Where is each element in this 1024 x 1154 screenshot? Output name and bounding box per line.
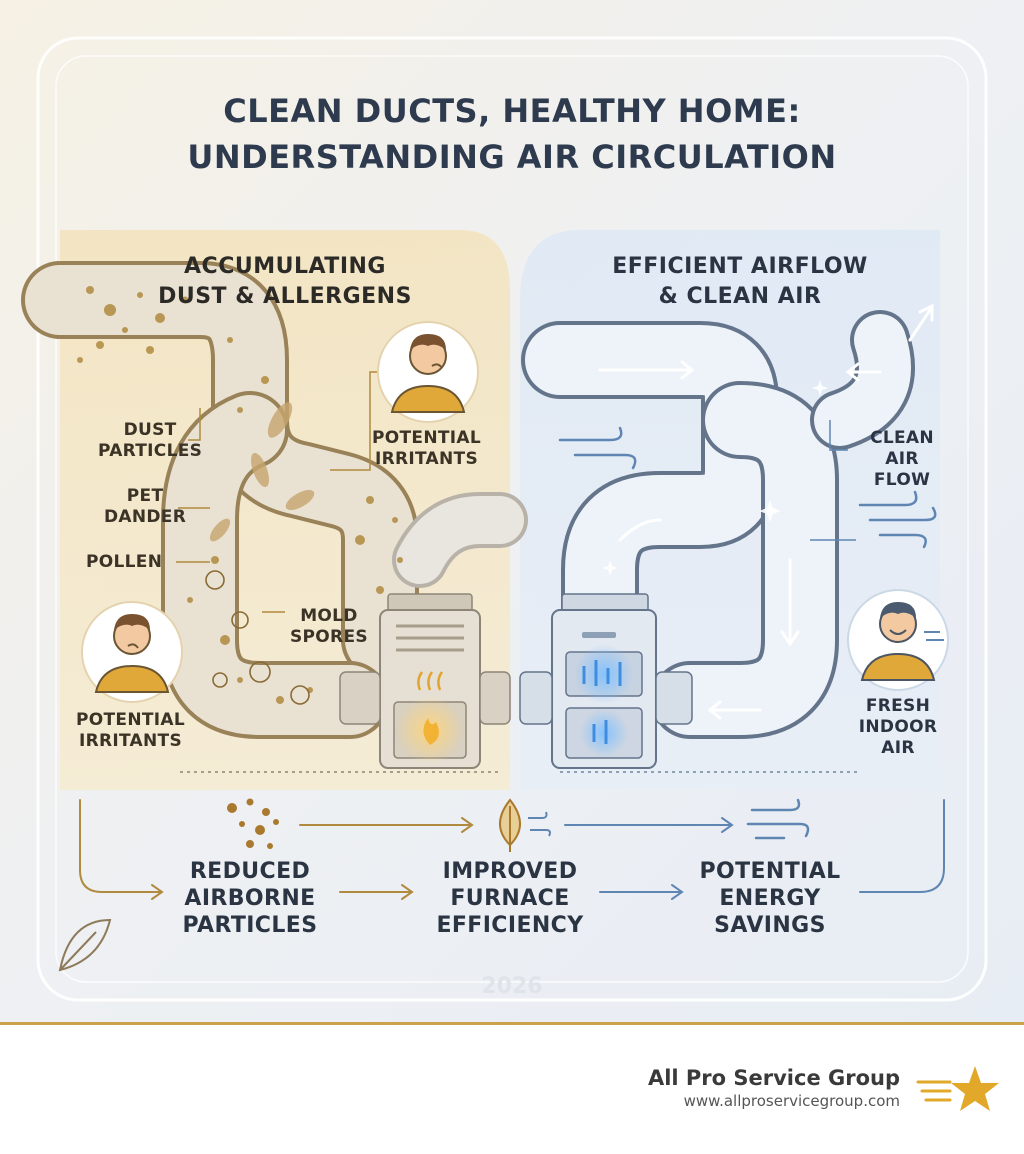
particles-icon bbox=[227, 798, 279, 849]
year-label: 2026 bbox=[481, 974, 543, 999]
happy-person bbox=[847, 589, 949, 691]
wind-icon bbox=[746, 798, 810, 840]
benefit-energy-savings: POTENTIAL ENERGY SAVINGS bbox=[699, 859, 841, 938]
irritated-person-top bbox=[377, 321, 479, 423]
star-swoosh-icon bbox=[916, 1066, 999, 1111]
corner-leaf-icon bbox=[58, 918, 112, 972]
benefit-furnace-efficiency: IMPROVED FURNACE EFFICIENCY bbox=[436, 859, 584, 938]
label-dust-particles: DUST PARTICLES bbox=[98, 420, 203, 461]
label-fresh-indoor-air: FRESH INDOOR AIR bbox=[858, 696, 938, 758]
label-irritants-bottom: POTENTIAL IRRITANTS bbox=[76, 710, 185, 751]
label-pet-dander: PET DANDER bbox=[104, 486, 187, 527]
clean-duct bbox=[521, 310, 915, 739]
company-url[interactable]: www.allproservicegroup.com bbox=[683, 1092, 900, 1110]
company-name: All Pro Service Group bbox=[647, 1066, 900, 1090]
leaf-icon bbox=[499, 798, 551, 852]
benefit-reduced-particles: REDUCED AIRBORNE PARTICLES bbox=[182, 859, 318, 938]
left-section-heading: ACCUMULATING DUST & ALLERGENS bbox=[158, 254, 412, 309]
page-title: CLEAN DUCTS, HEALTHY HOME: UNDERSTANDING… bbox=[187, 92, 837, 176]
label-clean-air-flow: CLEAN AIR FLOW bbox=[870, 428, 934, 490]
label-mold-spores: MOLD SPORES bbox=[290, 606, 368, 647]
right-section-heading: EFFICIENT AIRFLOW & CLEAN AIR bbox=[612, 254, 868, 309]
irritated-person-bottom bbox=[81, 601, 183, 703]
benefit-flow bbox=[79, 799, 945, 900]
clean-furnace bbox=[519, 593, 693, 769]
label-irritants-top: POTENTIAL IRRITANTS bbox=[372, 428, 481, 469]
dusty-furnace bbox=[339, 593, 511, 769]
label-pollen: POLLEN bbox=[86, 552, 163, 572]
